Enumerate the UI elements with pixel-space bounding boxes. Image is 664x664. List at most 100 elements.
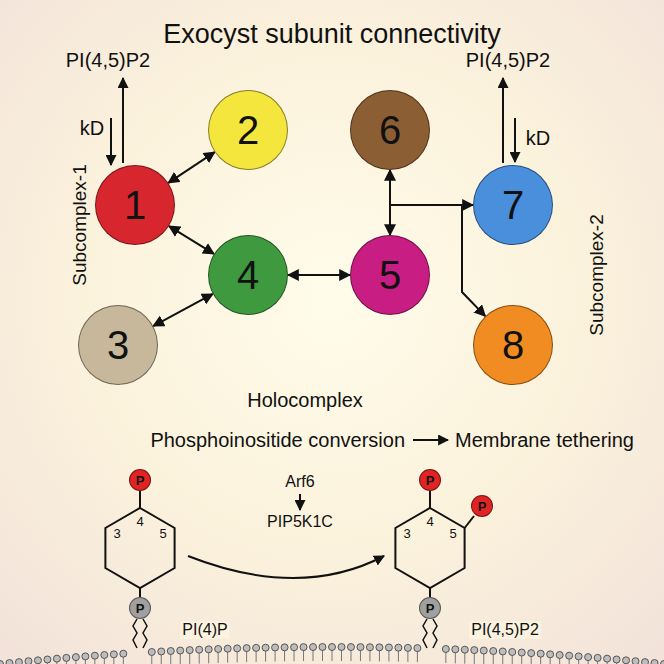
- lipid-head: [518, 649, 525, 656]
- release-arrow: [514, 118, 516, 162]
- binding-arrow: [502, 78, 504, 163]
- lipid-head: [632, 658, 639, 664]
- annotation-label: kD: [526, 127, 550, 149]
- lipid-head: [177, 647, 184, 654]
- lipid-head: [575, 653, 582, 660]
- interaction-arrow: [168, 152, 214, 183]
- annotation-label: Membrane tethering: [455, 429, 634, 451]
- lipid-head: [509, 649, 516, 656]
- conversion-arrow: [188, 556, 384, 578]
- lipid-head: [319, 644, 326, 651]
- membrane: [0, 644, 664, 664]
- subunit-number: 2: [237, 110, 259, 150]
- lipid-head: [651, 660, 658, 664]
- annotation-label: Arf6: [285, 473, 314, 491]
- lipid-head: [243, 645, 250, 652]
- lipid-head: [556, 651, 563, 658]
- subunit-number: 4: [237, 255, 259, 295]
- interaction-arrow: [169, 226, 214, 254]
- lipid-head: [452, 646, 459, 653]
- phosphate-circle: P: [129, 469, 151, 491]
- lipid-head: [34, 657, 41, 664]
- lipid-head: [234, 645, 241, 652]
- lipid-head: [82, 653, 89, 660]
- ring-position: 4: [136, 515, 143, 529]
- lipid-tail: [423, 619, 427, 648]
- subunit-number: 8: [502, 325, 524, 365]
- annotation-label: PI(4,5)P2: [66, 49, 150, 71]
- lipid-head: [63, 654, 70, 661]
- subunit-number: 1: [124, 185, 146, 225]
- subunit-circle: 1: [95, 165, 175, 245]
- annotation-label: PIP5K1C: [267, 513, 333, 531]
- lipid-head: [366, 644, 373, 651]
- subunit-number: 7: [502, 185, 524, 225]
- phosphate-bond: [139, 491, 141, 508]
- lipid-head: [53, 655, 60, 662]
- subunit-circle: 6: [350, 90, 430, 170]
- phosphate-circle: P: [129, 597, 151, 619]
- lipid-head: [0, 661, 4, 664]
- lipid-head: [471, 647, 478, 654]
- lipid-head: [480, 647, 487, 654]
- phosphate-label: P: [426, 602, 435, 615]
- lipid-head: [272, 644, 279, 651]
- subunit-circle: 5: [350, 235, 430, 315]
- lipid-head: [44, 656, 51, 663]
- ring-position: 4: [426, 515, 433, 529]
- lipid-head: [594, 654, 601, 661]
- lipid-head: [148, 649, 155, 656]
- annotation-label: kD: [80, 117, 104, 139]
- lipid-head: [300, 644, 307, 651]
- lipid-head: [310, 644, 317, 651]
- lipid-head: [395, 644, 402, 651]
- lipid-head: [547, 651, 554, 658]
- subunit-circle: 4: [208, 235, 288, 315]
- lipid-head: [461, 646, 468, 653]
- subunit-circle: 8: [473, 305, 553, 385]
- ring-position: 5: [159, 527, 166, 541]
- lipid-head: [585, 654, 592, 661]
- lipid-head: [347, 644, 354, 651]
- lipid-head: [499, 648, 506, 655]
- subunit-number: 5: [379, 255, 401, 295]
- lipid-head: [120, 650, 127, 657]
- annotation-label: Subcomplex-2: [587, 214, 608, 335]
- lipid-head: [404, 644, 411, 651]
- phosphate-label: P: [478, 500, 487, 513]
- lipid-head: [186, 647, 193, 654]
- subunit-circle: 2: [208, 90, 288, 170]
- annotation-label: Phosphoinositide conversion: [150, 429, 405, 451]
- lipid-head: [72, 654, 79, 661]
- phosphate-label: P: [426, 474, 435, 487]
- ring-position: 3: [113, 527, 120, 541]
- lipid-head: [91, 652, 98, 659]
- lipid-head: [291, 644, 298, 651]
- lipid-head: [537, 650, 544, 657]
- lipid-head: [205, 646, 212, 653]
- lipid-head: [613, 656, 620, 663]
- ring-position: 3: [403, 527, 410, 541]
- lipid-head: [661, 661, 664, 664]
- ring-position: 5: [449, 527, 456, 541]
- lipid-head: [224, 645, 231, 652]
- lipid-head: [376, 644, 383, 651]
- title: Exocyst subunit connectivity: [163, 20, 501, 50]
- lipid-head: [196, 646, 203, 653]
- lipid-head: [110, 651, 117, 658]
- interaction-arrow: [390, 205, 473, 235]
- lipid-head: [167, 648, 174, 655]
- lipid-head: [528, 650, 535, 657]
- lipid-head: [15, 659, 22, 664]
- lipid-head: [329, 644, 336, 651]
- lipid-head: [623, 657, 630, 664]
- lipid-head: [357, 644, 364, 651]
- lipid-head: [262, 644, 269, 651]
- inositol-ring: [105, 508, 174, 588]
- phosphate-circle: P: [419, 597, 441, 619]
- annotation-label: Holocomplex: [247, 389, 363, 411]
- lipid-name: PI(4)P: [180, 621, 229, 639]
- lipid-head: [414, 645, 421, 652]
- phosphate-bond: [139, 588, 141, 597]
